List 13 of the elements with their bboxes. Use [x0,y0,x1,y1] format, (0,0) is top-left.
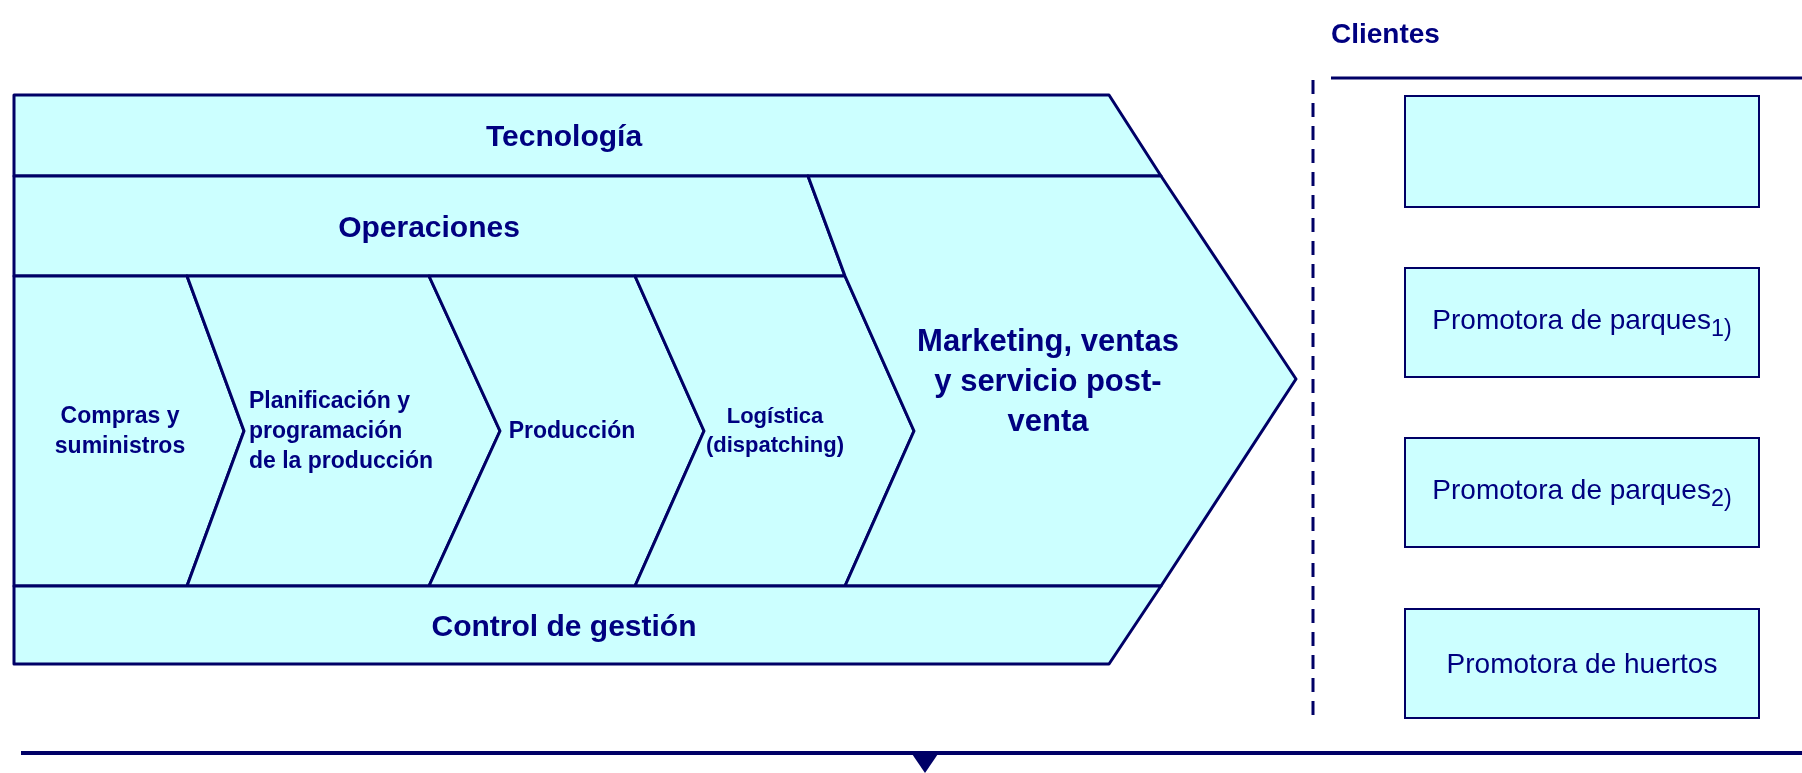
column-heading: Clientes [1331,18,1440,50]
client-box [1404,95,1760,208]
chevron-label: Compras y suministros [53,401,187,460]
chevron-label: Producción [508,416,636,446]
chevron-label: Marketing, ventas y servicio post-venta [916,321,1180,441]
chevron-label: Planificación y programación de la producción [249,386,434,475]
client-card: Promotora de parques$_{1)}$ [1404,267,1760,378]
band-label: Tecnología [485,118,643,154]
chevron-label: Logística (dispatching) [704,402,846,459]
client-card: Promotora de parques$_{2)}$ [1404,437,1760,548]
client-card: Promotora de huertos [1404,608,1760,719]
band-label: Control de gestión [431,607,697,644]
band-label: Operaciones [338,208,520,245]
